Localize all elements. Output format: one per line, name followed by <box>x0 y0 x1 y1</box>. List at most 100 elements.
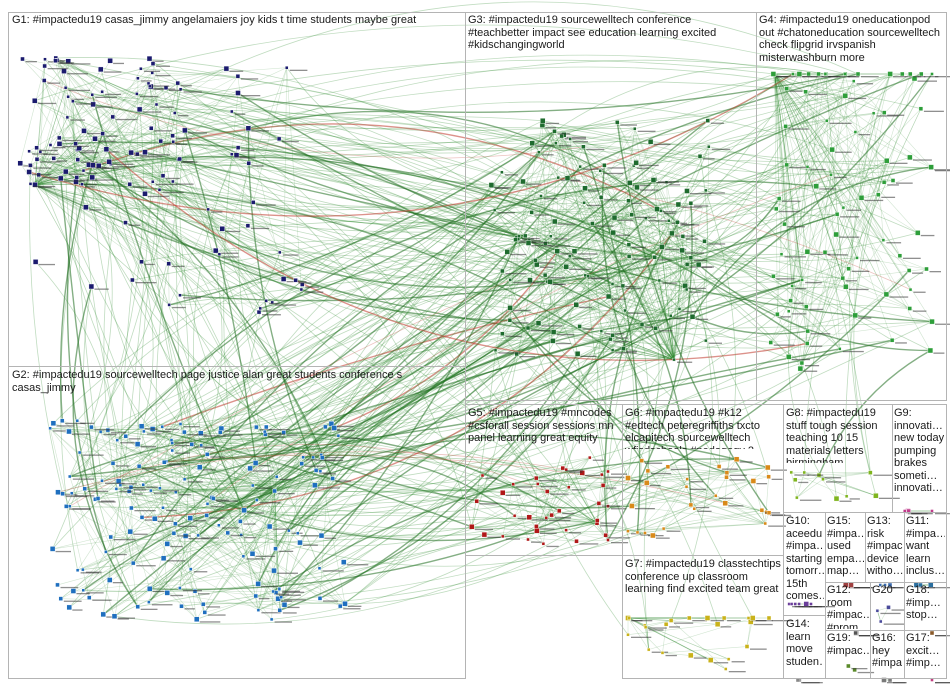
intra-group-edge <box>673 257 692 360</box>
node-caption-mark <box>611 298 627 300</box>
node-marker <box>643 531 647 535</box>
node-caption-mark <box>106 616 117 618</box>
node-marker <box>603 533 608 538</box>
intra-group-edge <box>785 126 808 167</box>
node-caption-mark <box>539 532 557 534</box>
node-marker <box>578 164 582 169</box>
node-marker <box>627 180 633 186</box>
node-caption-mark <box>634 508 655 510</box>
node-marker <box>918 582 923 588</box>
node-caption-mark <box>289 69 308 71</box>
node-caption-mark <box>98 140 116 142</box>
intra-group-edge <box>726 472 769 477</box>
intra-group-edge <box>770 194 879 343</box>
intra-group-edge <box>34 144 51 185</box>
intra-group-edge <box>52 521 241 550</box>
node-marker <box>626 529 630 533</box>
node-marker <box>196 464 203 470</box>
node-caption-mark <box>63 600 82 602</box>
node-marker <box>633 160 639 166</box>
node-marker <box>241 554 246 558</box>
inter-group-edge <box>179 130 256 464</box>
inter-group-edge <box>177 59 826 160</box>
intra-group-edge <box>319 568 346 604</box>
inter-group-edge <box>692 316 808 335</box>
node-caption-mark <box>864 199 884 202</box>
intra-group-edge <box>35 177 93 186</box>
node-marker <box>793 602 797 606</box>
node-marker <box>887 71 893 77</box>
node-marker <box>108 534 113 540</box>
node-marker <box>28 163 33 168</box>
inter-group-edge <box>60 178 699 283</box>
node-caption-mark <box>279 594 301 596</box>
intra-group-edge <box>773 73 858 259</box>
node-caption-mark <box>269 429 290 431</box>
node-caption-mark <box>592 459 604 461</box>
node-marker <box>843 582 849 588</box>
inter-group-edge <box>272 458 737 593</box>
node-caption-mark <box>274 621 292 623</box>
intra-group-edge <box>773 213 838 277</box>
inter-group-edge <box>818 349 931 476</box>
node-marker <box>95 496 101 501</box>
intra-group-edge <box>67 68 227 118</box>
node-marker <box>189 567 193 571</box>
node-marker <box>599 329 604 333</box>
intra-group-edge <box>880 607 889 622</box>
node-caption-mark <box>805 281 822 284</box>
node-caption-mark <box>517 517 529 520</box>
inter-group-edge <box>97 362 803 499</box>
node-caption-mark <box>729 474 747 476</box>
node-caption-mark <box>637 130 656 132</box>
node-caption-mark <box>343 608 361 610</box>
inter-group-edge <box>65 73 903 132</box>
node-caption-mark <box>140 446 157 448</box>
inter-group-edge <box>279 264 688 611</box>
intra-group-edge <box>75 181 261 309</box>
node-marker <box>158 138 164 144</box>
node-marker <box>488 182 495 188</box>
node-caption-mark <box>218 252 239 254</box>
node-caption-mark <box>47 82 61 84</box>
intra-group-edge <box>773 73 793 287</box>
intra-group-edge <box>92 83 149 178</box>
node-caption-mark <box>55 550 71 553</box>
node-marker <box>564 528 568 532</box>
node-caption-mark <box>193 571 208 573</box>
intra-group-edge <box>95 499 197 620</box>
inter-group-edge <box>708 146 885 183</box>
inter-group-edge <box>169 253 782 306</box>
intra-group-edge <box>816 73 922 187</box>
node-marker <box>142 191 148 197</box>
intra-group-edge <box>35 177 93 186</box>
node-marker <box>517 234 521 239</box>
node-caption-mark <box>809 308 824 311</box>
inter-group-edge <box>106 149 278 477</box>
node-marker <box>100 131 105 136</box>
intra-group-edge <box>484 515 515 535</box>
inter-group-edge <box>177 159 495 225</box>
node-marker <box>293 278 298 283</box>
intra-group-edge <box>645 218 675 360</box>
node-caption-mark <box>708 342 722 344</box>
node-marker <box>675 201 682 208</box>
intra-group-edge <box>71 490 275 494</box>
inter-group-edge <box>44 80 584 159</box>
node-marker <box>205 502 210 506</box>
node-caption-mark <box>334 425 354 428</box>
inter-group-edge <box>542 120 933 169</box>
node-marker <box>858 195 865 201</box>
inter-group-edge <box>53 211 632 424</box>
node-caption-mark <box>586 148 605 151</box>
inter-group-edge <box>682 236 841 350</box>
node-marker <box>323 424 328 430</box>
node-marker <box>77 450 82 455</box>
node-caption-mark <box>123 487 146 489</box>
node-caption-mark <box>79 183 98 186</box>
intra-group-edge <box>818 474 876 496</box>
node-caption-mark <box>727 620 741 622</box>
node-marker <box>251 483 255 488</box>
node-caption-mark <box>80 152 99 154</box>
node-marker <box>20 56 25 62</box>
